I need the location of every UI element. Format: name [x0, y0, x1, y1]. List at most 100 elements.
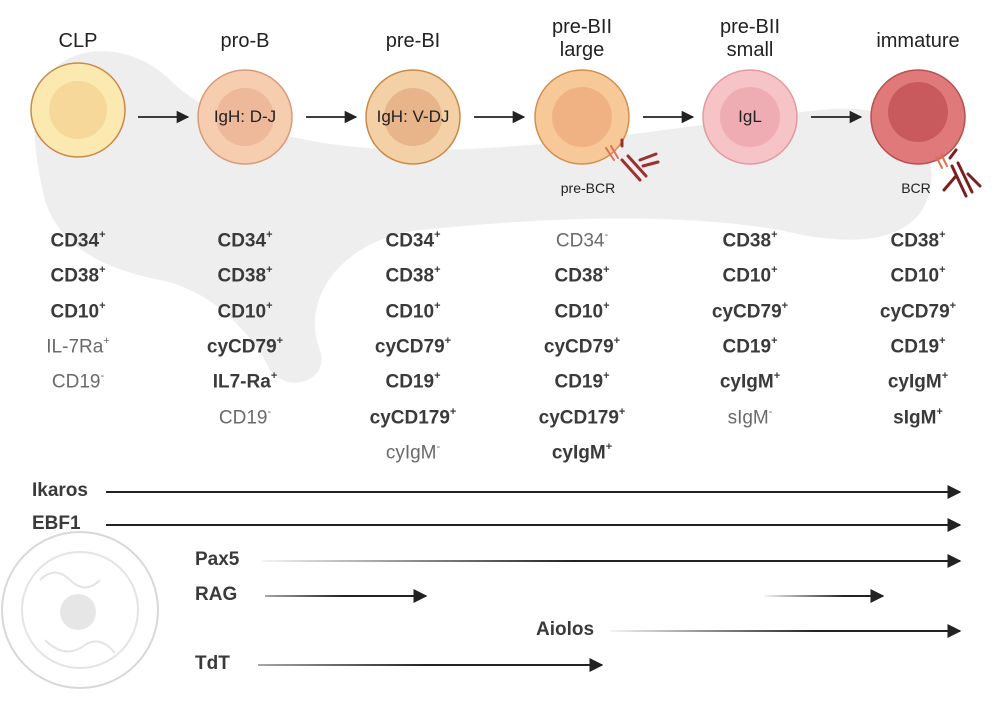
marker-name: CD19 [554, 371, 604, 393]
marker-name: CD38 [50, 265, 100, 287]
bcr-label: BCR [901, 180, 931, 196]
marker-item: IL-7Ra+ [0, 327, 158, 362]
marker-name: CD10 [50, 300, 100, 322]
marker-name: cyIgM [719, 371, 774, 393]
marker-sign: + [603, 370, 610, 383]
marker-name: CD10 [217, 300, 267, 322]
pre-bii-small-igl-label: IgL [738, 107, 762, 126]
marker-item: CD38+ [502, 256, 662, 291]
marker-name: CD10 [554, 300, 604, 322]
tf-label-rag: RAG [195, 584, 238, 605]
marker-sign: - [768, 405, 773, 418]
marker-item: cyCD179+ [502, 398, 662, 433]
marker-name: CD19 [722, 336, 772, 358]
marker-name: CD38 [554, 265, 604, 287]
marker-item: CD19- [0, 362, 158, 397]
marker-name: CD19 [218, 406, 268, 428]
marker-sign: + [434, 264, 441, 277]
marker-name: CD38 [890, 230, 940, 252]
marker-sign: + [936, 405, 943, 418]
marker-item: cyCD79+ [838, 292, 998, 327]
marker-sign: + [434, 370, 441, 383]
tf-label-ikaros: Ikaros [32, 480, 88, 501]
marker-name: cyCD79 [711, 300, 782, 322]
markers-pre-bi: CD34+CD38+CD10+cyCD79+CD19+cyCD179+cyIgM… [333, 221, 493, 468]
marker-item: CD10+ [333, 292, 493, 327]
marker-item: CD34+ [165, 221, 325, 256]
markers-pre-bii-small: CD38+CD10+cyCD79+CD19+cyIgM+sIgM- [670, 221, 830, 433]
pro-b-igh-label: IgH: D-J [213, 107, 277, 126]
marker-item: CD34+ [333, 221, 493, 256]
marker-sign: + [603, 299, 610, 312]
marker-sign: + [613, 334, 621, 347]
marker-item: CD38+ [165, 256, 325, 291]
marker-item: CD19+ [838, 327, 998, 362]
marker-item: CD10+ [0, 292, 158, 327]
marker-sign: + [771, 264, 778, 277]
markers-immature: CD38+CD10+cyCD79+CD19+cyIgM+sIgM+ [838, 221, 998, 433]
marker-item: CD34+ [0, 221, 158, 256]
tf-label-tdt: TdT [195, 653, 230, 674]
stage-title-pre-bii-large: pre-BII large [551, 16, 613, 61]
stage-title-pro-b: pro-B [220, 30, 270, 52]
stage-title-immature: immature [876, 30, 960, 52]
marker-sign: + [266, 264, 273, 277]
marker-name: cyCD79 [879, 300, 950, 322]
tf-label-ebf1: EBF1 [32, 513, 81, 534]
stage-title-clp: CLP [58, 30, 98, 52]
marker-sign: + [270, 370, 278, 383]
stage-title-pre-bi: pre-BI [385, 30, 441, 52]
marker-name: IL7-Ra [212, 371, 271, 393]
marker-sign: + [103, 334, 110, 347]
marker-sign: + [603, 264, 610, 277]
marker-item: IL7-Ra+ [165, 362, 325, 397]
marker-sign: - [604, 229, 609, 241]
marker-sign: + [771, 229, 778, 241]
aiolos-arrow [610, 630, 955, 632]
marker-sign: + [781, 299, 789, 312]
marker-item: cyCD79+ [670, 292, 830, 327]
tdt-arrow [258, 664, 598, 666]
marker-item: CD19+ [502, 362, 662, 397]
marker-item: sIgM- [670, 398, 830, 433]
marker-name: CD19 [51, 371, 101, 393]
cell-pre-bii-small [702, 69, 798, 165]
marker-sign: + [276, 334, 284, 347]
marker-sign: + [99, 229, 106, 241]
cell-pro-b [197, 69, 293, 165]
marker-name: cyIgM [551, 442, 606, 464]
marker-sign: + [939, 264, 946, 277]
marker-sign: + [99, 299, 106, 312]
tf-label-aiolos: Aiolos [536, 619, 595, 640]
rag-arrow-early [265, 595, 423, 597]
marker-item: sIgM+ [838, 398, 998, 433]
marker-item: CD38+ [838, 221, 998, 256]
markers-pre-bii-large: CD34-CD38+CD10+cyCD79+CD19+cyCD179+cyIgM… [502, 221, 662, 468]
marker-item: cyCD79+ [165, 327, 325, 362]
marker-sign: + [939, 334, 946, 347]
marker-name: CD34 [50, 230, 100, 252]
marker-name: CD19 [385, 371, 435, 393]
marker-item: cyCD79+ [502, 327, 662, 362]
marker-item: CD19+ [670, 327, 830, 362]
marker-name: CD38 [722, 230, 772, 252]
rag-arrow-late [764, 595, 880, 597]
stage-title-pre-bii-small: pre-BII small [719, 16, 781, 61]
marker-name: IL-7Ra [46, 336, 104, 358]
cell-pre-bi [365, 69, 461, 165]
marker-name: sIgM [727, 406, 769, 428]
marker-item: CD38+ [670, 221, 830, 256]
pre-bcr-label: pre-BCR [560, 180, 616, 196]
marker-name: CD34 [385, 230, 435, 252]
marker-name: CD38 [217, 265, 267, 287]
marker-item: cyCD79+ [333, 327, 493, 362]
cell-immature [870, 69, 966, 165]
marker-name: cyIgM [887, 371, 942, 393]
tf-label-pax5: Pax5 [195, 549, 240, 570]
marker-name: cyCD79 [374, 336, 445, 358]
marker-sign: + [434, 299, 441, 312]
marker-item: cyIgM+ [502, 433, 662, 468]
marker-sign: + [949, 299, 957, 312]
marker-sign: - [100, 370, 105, 383]
